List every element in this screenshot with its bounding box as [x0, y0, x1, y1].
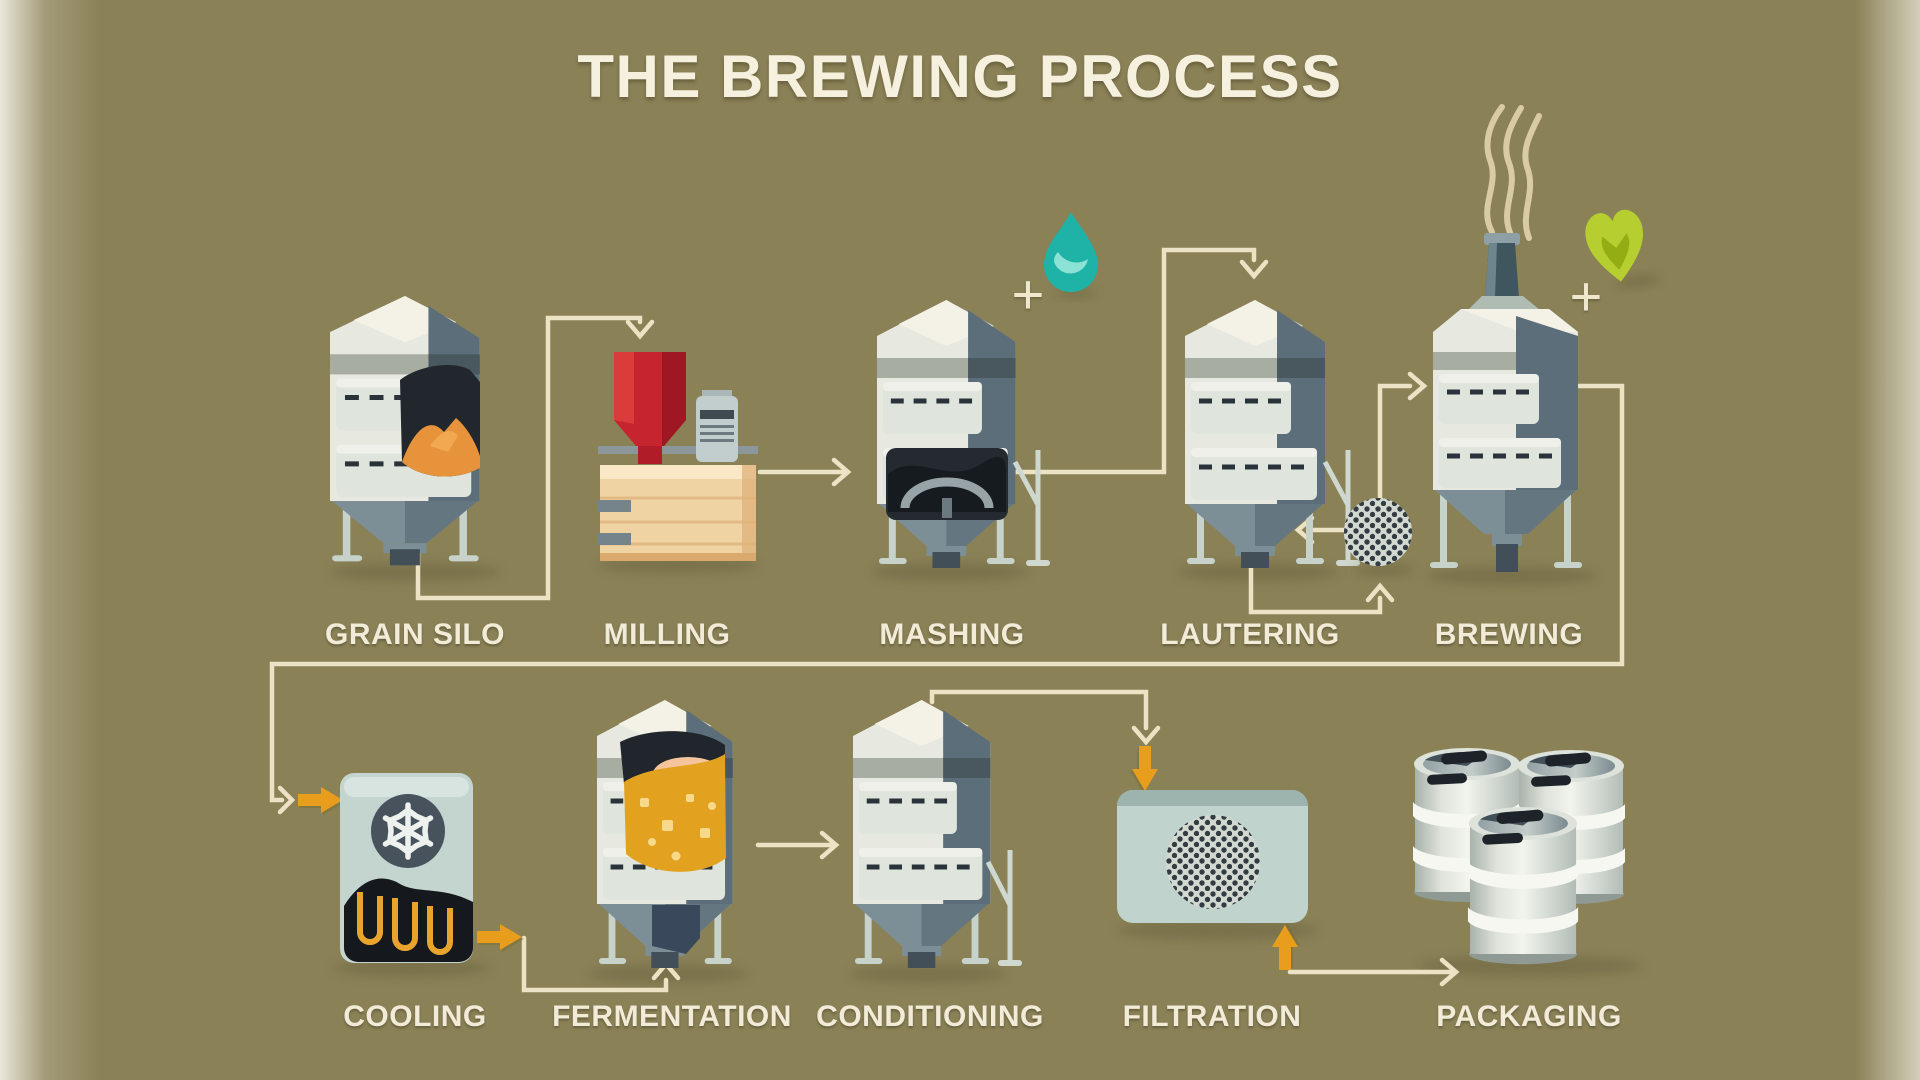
connector-silo-to-milling: [415, 315, 643, 601]
mill-bracket: [598, 446, 758, 454]
connector-conditioning-to-filtration: [929, 689, 1149, 731]
arrowhead-down-icon: [1131, 725, 1161, 746]
water-drop-icon: [1044, 212, 1098, 298]
mashing-tank: [877, 300, 1050, 568]
connector-mashing-to-lautering: [1012, 247, 1257, 475]
fermentation-tank: [597, 700, 733, 968]
conditioning-tank: [853, 700, 1022, 968]
ground-shadows: [330, 557, 1642, 983]
arrowhead-up-icon: [1365, 582, 1395, 603]
label-milling: MILLING: [603, 618, 731, 651]
grain-silo-tank: [330, 296, 480, 565]
label-filtration: FILTRATION: [1122, 1000, 1302, 1033]
label-grain-silo: GRAIN SILO: [324, 618, 506, 651]
label-brewing: BREWING: [1434, 618, 1584, 651]
label-cooling: COOLING: [343, 1000, 487, 1033]
plus-icon: +: [1569, 264, 1603, 328]
support-strut: [985, 860, 1013, 907]
mill-motor: [696, 390, 738, 462]
support-strut: [1012, 460, 1041, 507]
arrowhead-right-icon: [831, 457, 852, 487]
arrowhead-right-icon: [1407, 371, 1428, 401]
arrowhead-down-icon: [625, 319, 655, 340]
label-fermentation: FERMENTATION: [552, 1000, 792, 1033]
connector-lautering-to-mesh: [1248, 565, 1383, 615]
page-title: THE BREWING PROCESS: [577, 43, 1343, 110]
connector-cooling-to-fermentation: [521, 935, 669, 993]
packaging-kegs: [1413, 748, 1625, 965]
wooden-table: [597, 465, 756, 561]
bubbles: [640, 794, 716, 861]
orange-arrow-icon: [477, 924, 524, 952]
plus-icon: +: [1011, 262, 1045, 326]
arrowhead-down-icon: [1239, 259, 1269, 280]
arrowhead-right-icon: [277, 785, 296, 815]
label-mashing: MASHING: [879, 618, 1025, 651]
filter-mesh: [1166, 815, 1260, 909]
chimney: [1468, 233, 1540, 310]
hops-icon: [1585, 209, 1659, 289]
keg-icon: [1467, 807, 1579, 965]
connector-mesh-to-brewing: [1377, 383, 1413, 501]
label-packaging: PACKAGING: [1436, 1000, 1622, 1033]
arrowhead-right-icon: [819, 830, 840, 860]
outlet-spout: [652, 905, 700, 954]
steam-icon: [1484, 104, 1542, 241]
label-conditioning: CONDITIONING: [816, 1000, 1044, 1033]
orange-arrow-icon: [1130, 746, 1158, 793]
snowflake-icon: [382, 802, 434, 860]
connector-brewing-to-cooling: [269, 383, 1625, 803]
support-strut: [1322, 460, 1351, 507]
cooling-coils: [357, 892, 453, 955]
mesh-filter-icon: [1344, 498, 1414, 576]
filtration-unit: [1117, 790, 1308, 923]
cooling-unit: [340, 773, 473, 963]
arrowhead-right-icon: [1439, 957, 1460, 987]
brewing-kettle: [1430, 104, 1582, 572]
mash-rake: [900, 477, 994, 509]
milling-station: [597, 352, 758, 561]
orange-arrow-icon: [298, 787, 345, 815]
grain-hopper: [614, 352, 686, 464]
label-lautering: LAUTERING: [1160, 618, 1340, 651]
